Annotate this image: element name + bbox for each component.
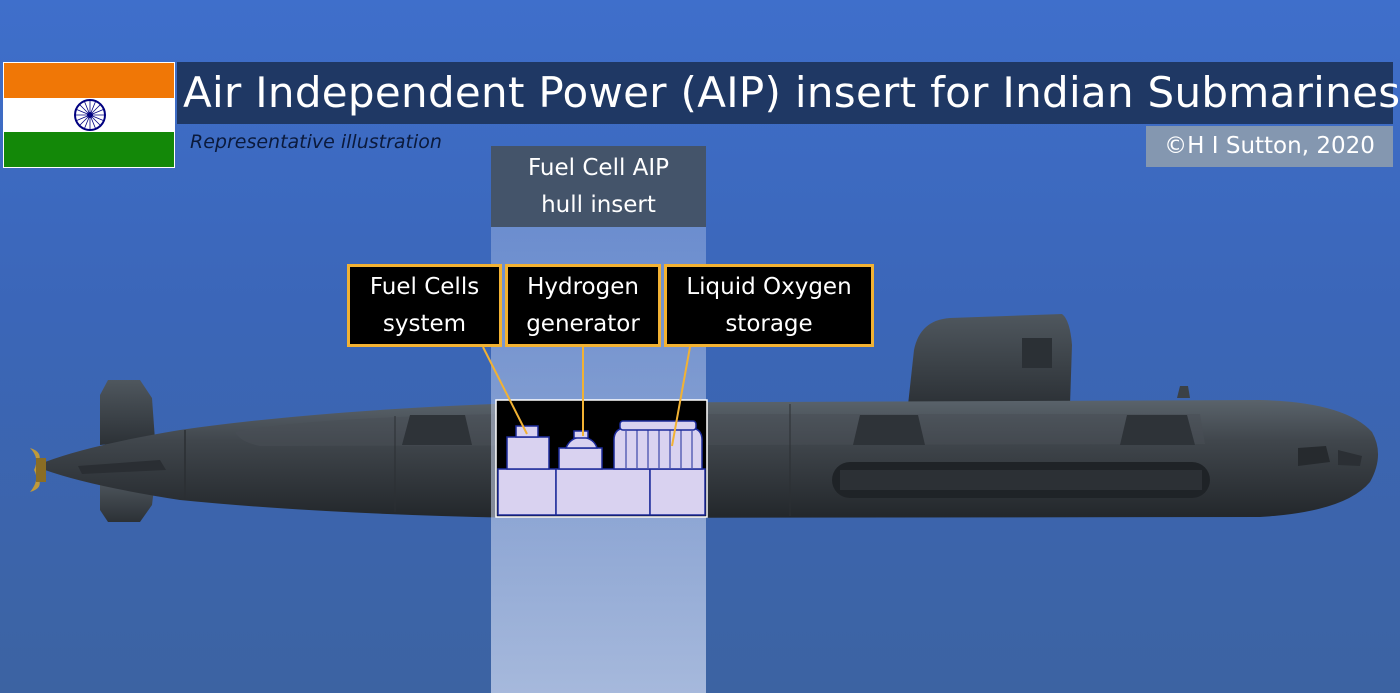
india-flag-icon: [3, 62, 175, 168]
oxygen-tank-ribs: [625, 430, 693, 468]
mast: [1177, 386, 1190, 398]
oxygen-tank: [613, 427, 703, 470]
page-title: Air Independent Power (AIP) insert for I…: [177, 62, 1400, 124]
subtitle: Representative illustration: [190, 131, 442, 153]
oxygen-label-line1: Liquid Oxygen: [686, 274, 852, 300]
bow-window-2: [1338, 450, 1362, 466]
oxygen-label-line2: storage: [725, 311, 813, 337]
fuel-cells-label-line2: system: [382, 311, 467, 337]
fuel-cell-unit: [506, 436, 550, 470]
leader-line-fuel-cells: [482, 346, 528, 435]
rudder-upper: [100, 380, 155, 445]
hatch-2: [853, 415, 925, 445]
hydrogen-generator-unit: [558, 447, 603, 470]
insert-base-mid: [555, 468, 651, 516]
fuel-cells-label: Fuel Cells system: [347, 264, 502, 347]
hydrogen-generator-cap: [573, 430, 589, 439]
insert-title-line1: Fuel Cell AIP: [527, 155, 670, 181]
insert-title-line2: hull insert: [541, 192, 656, 218]
flank-array-inner: [840, 470, 1202, 490]
bow-window: [1298, 446, 1330, 466]
oxygen-tank-top: [619, 420, 697, 431]
deck-line: [235, 414, 1205, 446]
flag-green-band: [4, 132, 174, 167]
hydrogen-label-line1: Hydrogen: [527, 274, 639, 300]
liquid-oxygen-label: Liquid Oxygen storage: [664, 264, 874, 347]
ashoka-chakra-icon: [74, 99, 106, 131]
leader-line-oxygen: [671, 346, 691, 447]
sail: [908, 314, 1072, 405]
copyright-badge: ©H I Sutton, 2020: [1146, 126, 1393, 167]
hydrogen-label-line2: generator: [526, 311, 640, 337]
fuel-cells-label-line1: Fuel Cells: [369, 274, 480, 300]
insert-base-right: [649, 468, 706, 516]
propeller-hub: [36, 458, 46, 482]
insert-title-box: Fuel Cell AIP hull insert: [491, 146, 706, 227]
hydrogen-generator-label: Hydrogen generator: [505, 264, 661, 347]
insert-base-left: [497, 468, 557, 516]
stern-plane: [78, 460, 166, 474]
sail-window: [1022, 338, 1052, 368]
hatch-1: [402, 415, 472, 445]
flag-saffron-band: [4, 63, 174, 98]
fuel-cell-top: [515, 425, 539, 438]
hatch-3: [1120, 415, 1195, 445]
